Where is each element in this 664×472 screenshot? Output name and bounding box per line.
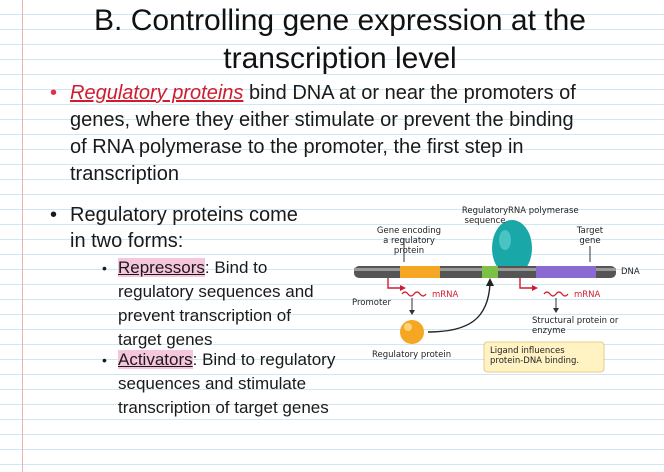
- regulatory-proteins-term: Regulatory proteins: [70, 82, 244, 104]
- slide-title: B. Controlling gene expression at the tr…: [40, 2, 640, 78]
- regulatory-gene-segment: [400, 266, 440, 278]
- mrna-squiggle-1: [401, 291, 427, 297]
- label-structural-protein: Structural protein or enzyme: [532, 316, 619, 336]
- bullet-two-forms: • Regulatory proteins come in two forms:: [50, 202, 310, 254]
- protein-to-dna-arrow: [427, 283, 491, 333]
- diagram-svg: [354, 220, 616, 373]
- regulatory-protein-shape: [400, 320, 424, 344]
- promoter-arrowhead-2: [532, 285, 538, 291]
- repressors-term: Repressors: [118, 258, 205, 277]
- slide-title-line-1: B. Controlling gene expression at the: [94, 4, 586, 37]
- label-gene-encoding: Gene encoding a regulatory protein: [376, 226, 442, 256]
- target-gene-segment: [536, 266, 596, 278]
- promoter-arrowhead-1: [400, 285, 406, 291]
- label-target-gene: Target gene: [576, 226, 604, 246]
- mrna-to-protein-arrowhead: [409, 310, 415, 315]
- notebook-margin-line: [22, 0, 23, 472]
- label-mrna-1: mRNA: [432, 290, 459, 300]
- sub-bullet-dot: •: [102, 260, 107, 276]
- activators-term: Activators: [118, 350, 193, 369]
- slide-title-line-2: transcription level: [223, 42, 457, 75]
- activators-text: : Bind to regulatory sequences and stimu…: [118, 350, 336, 417]
- mrna-to-structural-arrowhead: [553, 308, 559, 313]
- promoter-arrow-1: [387, 278, 400, 289]
- sub-bullet-activators: • Activators: Bind to regulatory sequenc…: [102, 348, 338, 420]
- promoter-arrow-2: [519, 278, 532, 289]
- sub-bullet-dot: •: [102, 352, 107, 368]
- rna-polymerase-highlight: [499, 230, 511, 250]
- ligand-callout-box: [483, 341, 605, 373]
- label-regulatory-protein: Regulatory protein: [372, 350, 452, 360]
- bullet-dot-red: •: [50, 82, 58, 104]
- label-mrna-2: mRNA: [574, 290, 601, 300]
- sub-bullet-repressors: • Repressors: Bind to regulatory sequenc…: [102, 256, 338, 352]
- gene-regulation-diagram: Regulatory sequence RNA polymerase Gene …: [340, 200, 650, 390]
- bullet-dot: •: [50, 204, 58, 226]
- bullet-1-text: bind DNA at or near the promoters of gen…: [70, 82, 576, 185]
- repressors-text: : Bind to regulatory sequences and preve…: [118, 258, 314, 349]
- label-rna-polymerase: RNA polymerase: [508, 206, 579, 216]
- label-dna: DNA: [621, 267, 640, 277]
- mrna-squiggle-2: [543, 291, 569, 297]
- regulatory-protein-highlight: [404, 323, 412, 331]
- protein-to-dna-arrowhead: [486, 278, 494, 286]
- bullet-regulatory-proteins: • Regulatory proteins bind DNA at or nea…: [50, 80, 590, 188]
- regulatory-sequence-site: [482, 266, 498, 278]
- label-regulatory-sequence: Regulatory sequence: [461, 206, 509, 226]
- label-ligand: Ligand influences protein-DNA binding.: [490, 346, 580, 366]
- label-promoter: Promoter: [352, 298, 392, 308]
- bullet-2-text: Regulatory proteins come in two forms:: [70, 204, 298, 252]
